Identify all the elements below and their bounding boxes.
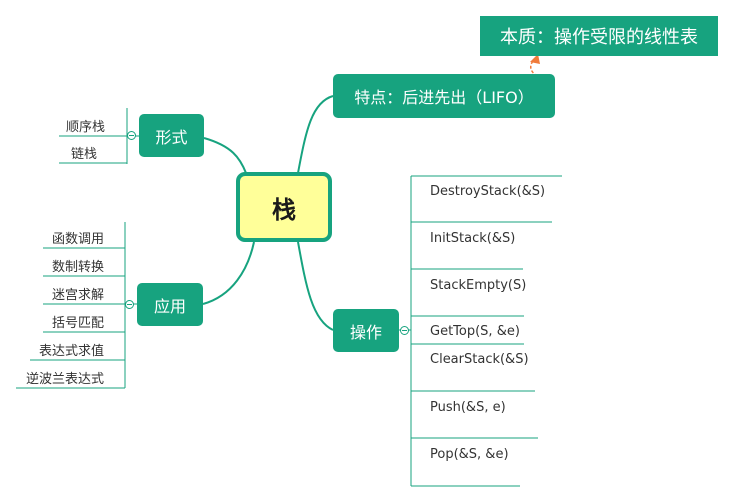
operations-leaf-5[interactable]: Push(&S, e)	[430, 400, 506, 415]
application-leaf-3[interactable]: 括号匹配	[52, 316, 105, 331]
branch-feature[interactable]: 特点：后进先出（LIFO）	[333, 74, 555, 118]
operations-collapse-toggle[interactable]	[400, 326, 409, 335]
form-leaf-0[interactable]: 顺序栈	[66, 120, 106, 135]
note-callout-label: 本质：操作受限的线性表	[500, 27, 698, 48]
connector-central-form	[203, 137, 247, 174]
branch-operations[interactable]: 操作	[333, 309, 399, 352]
operations-leaf-6[interactable]: Pop(&S, &e)	[430, 447, 509, 462]
connector-central-feature	[297, 95, 334, 174]
branch-form[interactable]: 形式	[139, 114, 204, 157]
branch-operations-label: 操作	[349, 322, 382, 342]
relation-arrow-head	[530, 54, 540, 64]
connector-central-operations	[297, 241, 334, 331]
operations-leaf-0[interactable]: DestroyStack(&S)	[430, 184, 546, 199]
branch-application-label: 应用	[153, 296, 186, 316]
application-leaf-0[interactable]: 函数调用	[52, 232, 105, 247]
application-leaf-2[interactable]: 迷宫求解	[52, 288, 105, 303]
note-callout[interactable]: 本质：操作受限的线性表	[480, 16, 718, 56]
branch-application[interactable]: 应用	[137, 283, 203, 326]
branch-form-label: 形式	[155, 127, 188, 147]
application-leaf-4[interactable]: 表达式求值	[39, 344, 105, 359]
application-collapse-toggle[interactable]	[125, 300, 134, 309]
application-leaf-5[interactable]: 逆波兰表达式	[26, 372, 105, 387]
connector-central-application	[202, 241, 255, 305]
branch-feature-label: 特点：后进先出（LIFO）	[354, 88, 534, 107]
application-leaf-1[interactable]: 数制转换	[52, 260, 105, 275]
central-topic[interactable]: 栈	[236, 172, 332, 242]
form-leaf-1[interactable]: 链栈	[71, 147, 98, 162]
operations-leaf-2[interactable]: StackEmpty(S)	[430, 278, 527, 293]
operations-leaf-3[interactable]: GetTop(S, &e)	[430, 324, 520, 339]
operations-leaf-4[interactable]: ClearStack(&S)	[430, 352, 529, 367]
central-topic-label: 栈	[272, 195, 296, 224]
operations-leaf-1[interactable]: InitStack(&S)	[430, 231, 516, 246]
form-collapse-toggle[interactable]	[127, 131, 136, 140]
